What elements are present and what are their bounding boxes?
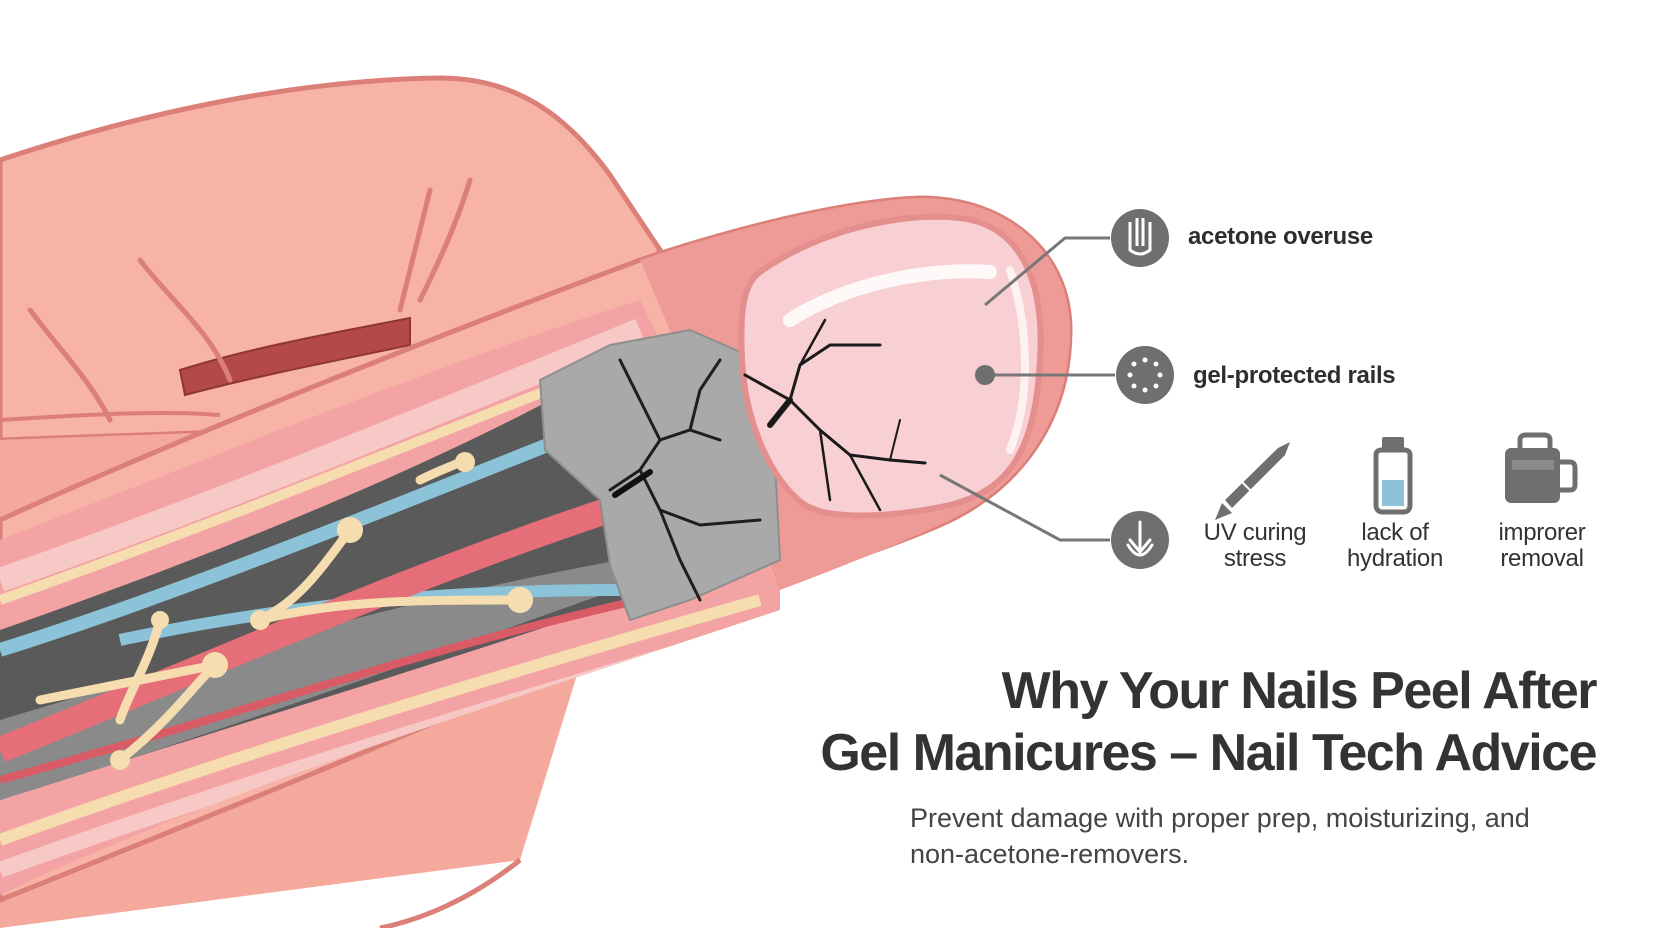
subtitle-line-2: non-acetone-removers.: [910, 839, 1190, 869]
hydration-bottle-icon: [1373, 437, 1413, 515]
removal-container-icon: [1505, 432, 1578, 503]
title-line-2: Gel Manicures – Nail Tech Advice: [820, 724, 1597, 782]
callout-lines: [939, 236, 1115, 542]
bone-fragment: [538, 328, 782, 622]
uv-lamp-icon: [1215, 442, 1290, 520]
page-title: Why Your Nails Peel After Gel Manicures …: [820, 660, 1598, 784]
title-line-1: Why Your Nails Peel After: [1001, 662, 1598, 720]
nail-crack: [743, 318, 927, 512]
rails-callout-icon: [1116, 346, 1174, 404]
acetone-callout-icon: [1111, 209, 1169, 267]
uv-callout-icon: [1111, 511, 1169, 569]
gel-protected-rails-label: gel-protected rails: [1193, 362, 1396, 389]
rails-pointer-dot: [975, 365, 995, 385]
acetone-overuse-label: acetone overuse: [1188, 223, 1373, 250]
subtitle-line-1: Prevent damage with proper prep, moistur…: [910, 803, 1530, 833]
page-subtitle: Prevent damage with proper prep, moistur…: [910, 800, 1610, 872]
nail-plate: [738, 213, 1044, 519]
